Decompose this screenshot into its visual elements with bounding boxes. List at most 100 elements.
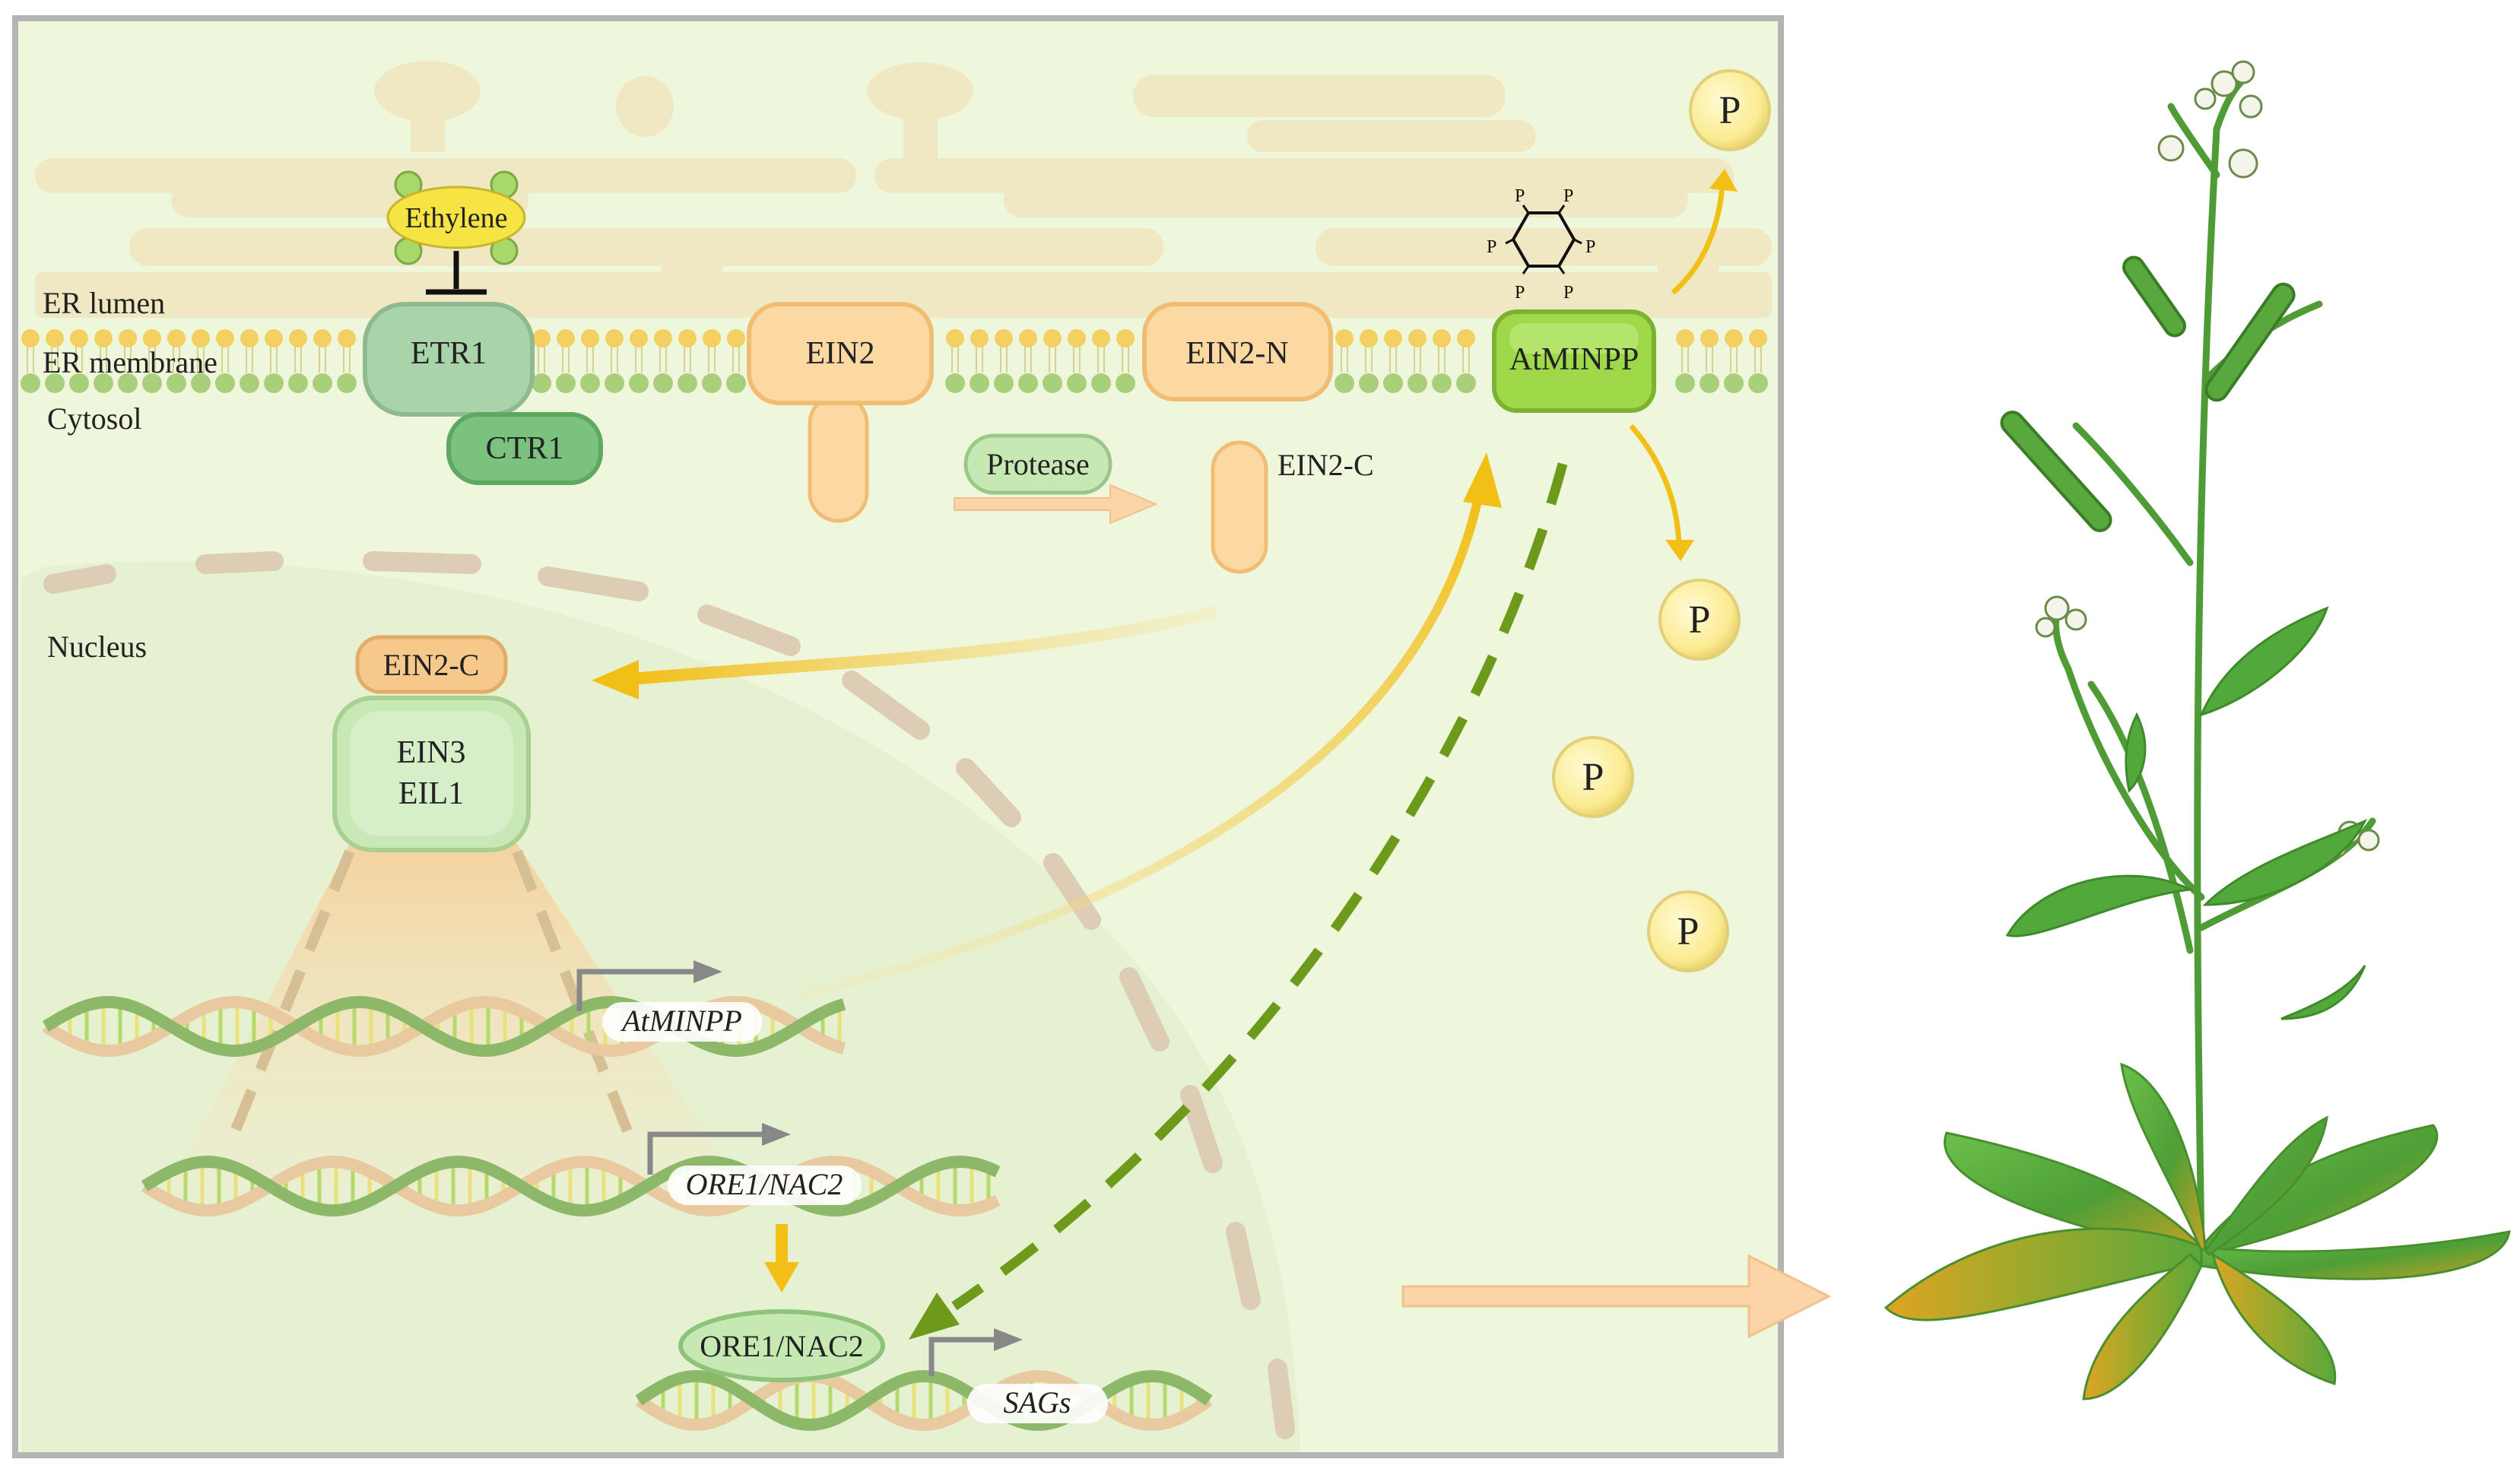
gene-atminpp-label: AtMINPP [620,1004,742,1038]
er-membrane-bilayer [21,329,1768,393]
lipid-head-outer [289,329,307,347]
lipid-tail [659,346,667,373]
lipid-head-outer [654,329,672,347]
ring-p-3: P [1487,237,1496,257]
lipid-head-inner [1116,373,1135,393]
lipid-head-outer [1360,329,1378,347]
atminpp-to-ore1-dashed-arrow [951,462,1568,1311]
lipid-head-inner [1456,373,1476,393]
lipid-head-inner [945,373,965,393]
lipid-tail [562,346,570,373]
er-membrane-label: ER membrane [43,345,217,379]
lipid-tail [1706,346,1713,373]
lipid-head-inner [532,373,551,393]
ore1-protein-label: ORE1/NAC2 [700,1329,864,1363]
lipid-head-outer [581,329,599,347]
lipid-head-outer [119,329,137,347]
lipid-head-inner [970,373,989,393]
lipid-tail [124,346,132,373]
lipid-head-outer [1749,329,1767,347]
lipid-tail [951,346,959,373]
er-lumen-label: ER lumen [43,286,165,320]
dna-backbone-a [141,1155,1001,1217]
lipid-head-outer [557,329,575,347]
lipid-head-outer [1676,329,1694,347]
lipid-tail [1341,346,1348,373]
phosphate-3: P [1552,736,1634,818]
lipid-tail [1414,346,1421,373]
lipid-head-inner [580,373,600,393]
lipid-head-inner [45,373,65,393]
lipid-head-outer [630,329,648,347]
lipid-head-outer [1335,329,1354,347]
ore1-protein: ORE1/NAC2 [678,1309,885,1382]
lipid-tail [1122,346,1129,373]
lipid-tail [1097,346,1105,373]
lipid-head-inner [1432,373,1452,393]
lipid-head-outer [21,329,40,347]
ein2-c-cytosol-label: EIN2-C [1277,448,1374,482]
eil1-label: EIL1 [398,776,464,811]
lipid-tail [27,346,34,373]
ethylene-molecule: Ethylene [386,170,526,265]
phosphate-4: P [1647,890,1729,972]
lipid-head-inner [629,373,649,393]
lipid-tail [732,346,740,373]
nucleus-label: Nucleus [47,630,147,664]
lipid-head-outer [727,329,745,347]
lipid-head-outer [946,329,964,347]
lipid-tail [221,346,229,373]
ein2-n-label: EIN2-N [1185,336,1288,371]
atminpp-protein: AtMINPP [1492,309,1656,413]
phenotype-arrow [1401,1254,1832,1339]
arabidopsis-plant-illustration [1884,60,2511,1400]
lipid-tail [270,346,278,373]
lipid-head-outer [70,329,88,347]
lipid-tail [75,346,83,373]
lipid-head-outer [338,329,356,347]
ein3-eil1-complex: EIN3 EIL1 [332,696,531,852]
arrowhead-ore1 [764,1262,799,1293]
lipid-tail [538,346,545,373]
lipid-tail [1681,346,1689,373]
lipid-tail [1365,346,1373,373]
er-lumen [35,61,1772,318]
arrowhead-expression [1463,452,1502,508]
lipid-head-inner [1408,373,1427,393]
lipid-head-outer [605,329,624,347]
lipid-head-inner [605,373,624,393]
lipid-head-outer [143,329,161,347]
lipid-head-inner [1700,373,1719,393]
lipid-tail [1049,346,1056,373]
lipid-head-inner [1724,373,1744,393]
lipid-head-inner [726,373,746,393]
lipid-head-outer [532,329,551,347]
lipid-head-outer [94,329,113,347]
lipid-head-outer [678,329,697,347]
ring-p-4: P [1585,237,1595,257]
lipid-head-inner [1067,373,1087,393]
ein2-protein: EIN2 [747,302,934,523]
arrowhead-dashed [909,1293,960,1340]
flowers [2035,60,2380,858]
beam-edge-right [512,849,636,1143]
dna-backbone-a [635,1370,1213,1431]
ein2-c-translocation-arrow [630,606,1218,685]
lipid-tail [586,346,594,373]
lipid-head-outer [1700,329,1719,347]
svg-text:P: P [1582,756,1604,799]
lipid-head-inner [118,373,138,393]
lipid-head-outer [1068,329,1086,347]
lipid-tail [1462,346,1470,373]
dna-ore1 [141,1155,1001,1217]
gene-sags: SAGs [928,1328,1108,1423]
lipid-head-outer [703,329,721,347]
lipid-head-inner [1091,373,1111,393]
lipid-head-outer [167,329,186,347]
lipid-head-outer [1408,329,1427,347]
lipid-tail [1730,346,1738,373]
ein2-c-cytosol: EIN2-C [1211,440,1374,574]
lipid-tail [100,346,107,373]
lipid-head-outer [1092,329,1110,347]
